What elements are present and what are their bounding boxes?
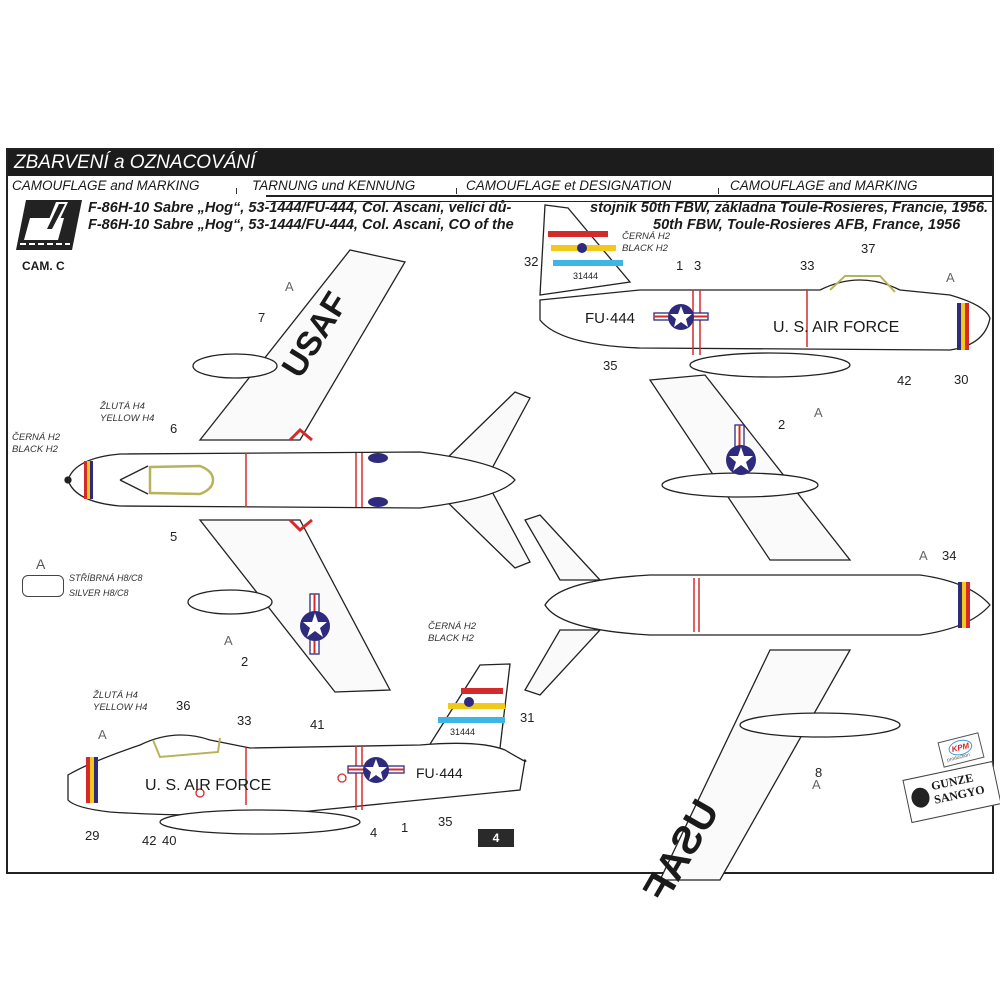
subtitle-en: CAMOUFLAGE and MARKING xyxy=(12,178,200,193)
note-black-cz-2: ČERNÁ H2 xyxy=(622,231,671,242)
callout-labels: A 7 6 5 A 2 32 1 3 33 37 A 35 42 30 2 A … xyxy=(85,241,968,848)
fuselage-text-right: U. S. AIR FORCE xyxy=(773,319,899,336)
top-view-aircraft: USAF xyxy=(64,249,531,693)
page-title: ZBARVENÍ a OZNACOVÁNÍ xyxy=(8,150,992,176)
decal-sheet: ZBARVENÍ a OZNACOVÁNÍ CAMOUFLAGE and MAR… xyxy=(6,148,994,874)
callout: 41 xyxy=(310,717,324,732)
note-yellow-cz-2: ŽLUTÁ H4 xyxy=(93,690,138,701)
callout: A xyxy=(98,727,107,742)
divider xyxy=(236,188,237,194)
callout: 8 xyxy=(815,765,822,780)
callout: 33 xyxy=(800,258,814,273)
legend-swatch-silver xyxy=(22,575,64,597)
callout: 35 xyxy=(603,358,617,373)
callout: 2 xyxy=(241,654,248,669)
callout: 1 xyxy=(401,820,408,835)
gunze-leaf-icon xyxy=(909,786,932,810)
callout: 3 xyxy=(694,258,701,273)
camouflage-logo-icon xyxy=(16,200,82,250)
legend-silver-cz: STŘÍBRNÁ H8/C8 xyxy=(69,573,143,583)
divider xyxy=(456,188,457,194)
subtitle-fr: CAMOUFLAGE et DESIGNATION xyxy=(466,178,672,193)
subtitle-de: TARNUNG und KENNUNG xyxy=(252,178,416,193)
callout: 42 xyxy=(142,833,156,848)
callout: 7 xyxy=(258,310,265,325)
callout: 2 xyxy=(778,417,785,432)
callout: 5 xyxy=(170,529,177,544)
callout: 40 xyxy=(162,833,176,848)
callout: A xyxy=(946,270,955,285)
callout: 37 xyxy=(861,241,875,256)
legend-code: A xyxy=(36,556,46,572)
callout: A xyxy=(919,548,928,563)
buzz-number-right: FU·444 xyxy=(585,310,635,327)
right-side-view-aircraft: 31444 FU·444 U. S. AIR FORCE xyxy=(539,204,991,378)
note-black-en: BLACK H2 xyxy=(12,444,58,455)
bottom-view-aircraft: USAF xyxy=(524,374,991,909)
callout: 34 xyxy=(942,548,956,563)
callout: 4 xyxy=(370,825,377,840)
subtitle-en-2: CAMOUFLAGE and MARKING xyxy=(730,178,918,193)
note-yellow-en-2: YELLOW H4 xyxy=(93,702,148,713)
divider xyxy=(718,188,719,194)
scheme-label: CAM. C xyxy=(22,259,65,273)
star-insignia-icon xyxy=(300,593,330,655)
note-yellow-cz: ŽLUTÁ H4 xyxy=(100,401,145,412)
description-en-2: 50th FBW, Toule-Rosieres AFB, France, 19… xyxy=(653,217,961,233)
callout: A xyxy=(812,777,821,792)
fuselage-text-left: U. S. AIR FORCE xyxy=(145,777,271,794)
callout: 29 xyxy=(85,828,99,843)
left-side-view-aircraft: 31444 U. S. AIR FORCE FU·444 xyxy=(67,663,527,835)
callout: 36 xyxy=(176,698,190,713)
callout: 35 xyxy=(438,814,452,829)
note-yellow-en: YELLOW H4 xyxy=(100,413,155,424)
description-cz-1: F-86H-10 Sabre „Hog“, 53-1444/FU-444, Co… xyxy=(88,200,512,216)
callout: A xyxy=(285,279,294,294)
legend-silver-en: SILVER H8/C8 xyxy=(69,588,129,598)
tail-number-left: 31444 xyxy=(450,727,475,737)
double-rule xyxy=(266,195,992,202)
callout: A xyxy=(814,405,823,420)
note-black-cz: ČERNÁ H2 xyxy=(12,432,61,443)
kpm-logo-sub: production xyxy=(946,752,971,764)
description-cz-2: stojník 50th FBW, základna Toule-Rosiere… xyxy=(590,200,989,216)
tail-number: 31444 xyxy=(573,271,598,281)
callout: 31 xyxy=(520,710,534,725)
callout: 6 xyxy=(170,421,177,436)
note-black-en-2: BLACK H2 xyxy=(622,243,668,254)
note-black-cz-3: ČERNÁ H2 xyxy=(428,621,477,632)
callout: 33 xyxy=(237,713,251,728)
callout: 32 xyxy=(524,254,538,269)
note-black-en-3: BLACK H2 xyxy=(428,633,474,644)
page-number: 4 xyxy=(478,829,514,847)
callout: 42 xyxy=(897,373,911,388)
description-en-1: F-86H-10 Sabre „Hog“, 53-1444/FU-444, Co… xyxy=(88,217,514,233)
callout: 30 xyxy=(954,372,968,387)
callout: 1 xyxy=(676,258,683,273)
buzz-number-left: FU·444 xyxy=(416,765,463,781)
subtitle-row: CAMOUFLAGE and MARKING TARNUNG und KENNU… xyxy=(8,177,992,194)
callout: A xyxy=(224,633,233,648)
